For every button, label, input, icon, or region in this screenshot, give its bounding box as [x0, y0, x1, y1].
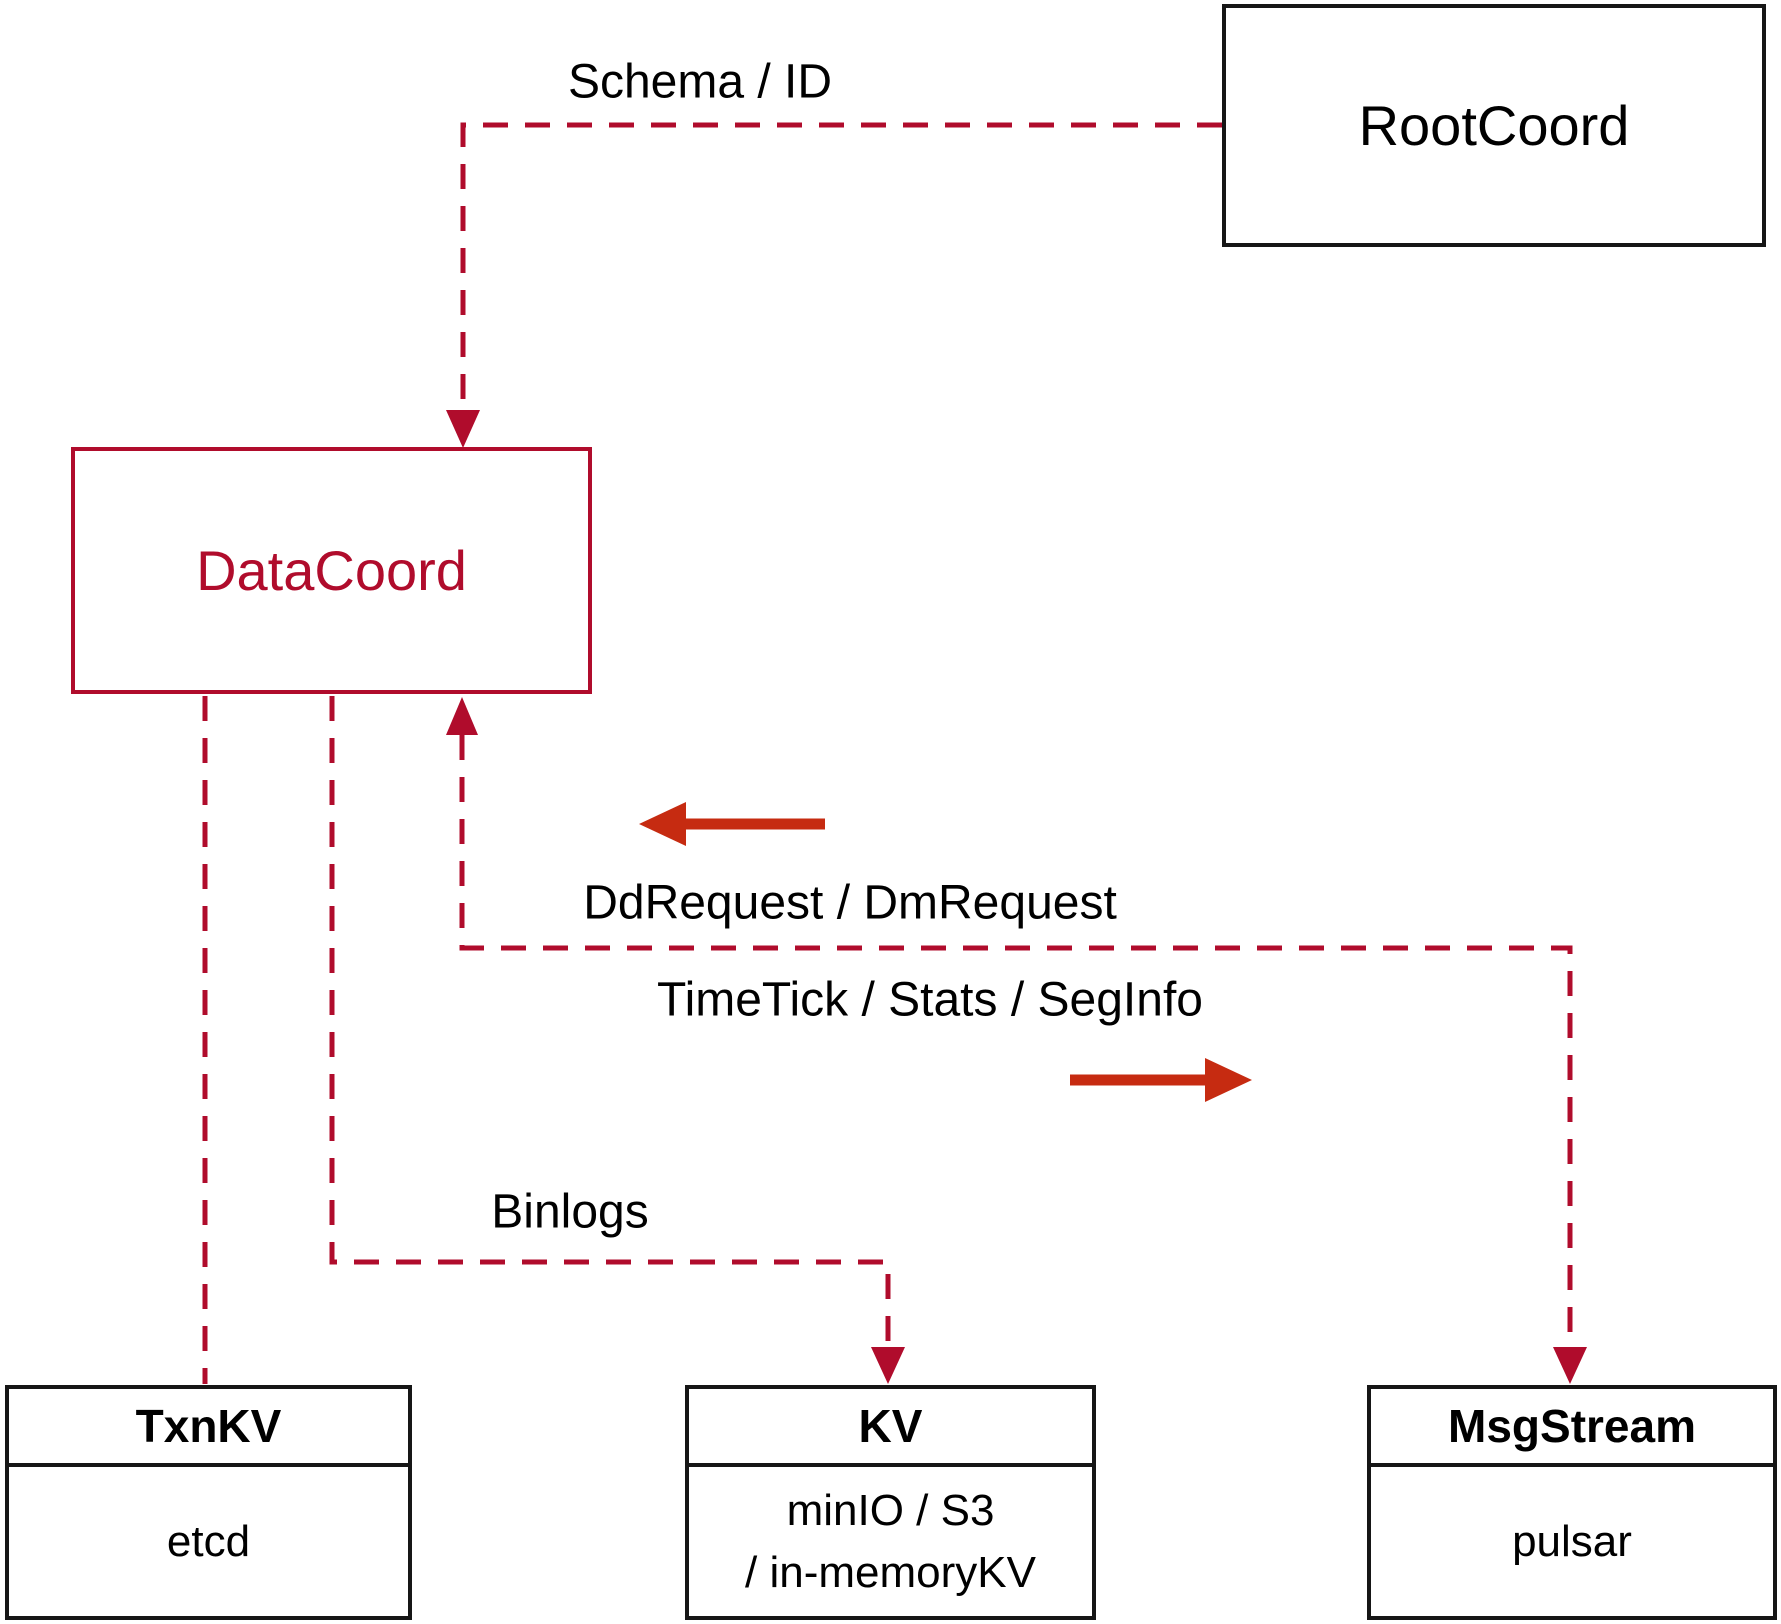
- node-msgstream-title: MsgStream: [1371, 1389, 1773, 1467]
- edge-label-ddrequest-dmrequest: DdRequest / DmRequest: [583, 876, 1117, 930]
- node-msgstream-body: pulsar: [1371, 1467, 1773, 1616]
- node-rootcoord-label: RootCoord: [1358, 94, 1630, 157]
- arrowhead-down-kv-top: [871, 1347, 905, 1384]
- node-txnkv-title: TxnKV: [9, 1389, 408, 1467]
- node-rootcoord: RootCoord: [1222, 4, 1766, 247]
- flow-arrow-left-head: [639, 802, 686, 846]
- node-kv-body-line1: minIO / S3: [786, 1485, 995, 1535]
- node-kv-body-line2: / in-memoryKV: [745, 1547, 1036, 1597]
- flow-arrow-right: [1070, 1058, 1252, 1102]
- arrowhead-down-datacoord-top: [446, 410, 480, 448]
- arrowhead-down-msgstream-top: [1553, 1347, 1587, 1384]
- node-kv-body: minIO / S3 / in-memoryKV: [689, 1467, 1092, 1616]
- edge-label-timetick-stats-seginfo: TimeTick / Stats / SegInfo: [657, 973, 1203, 1027]
- edge-datacoord-to-kv-binlogs: [329, 696, 905, 1384]
- edge-msgstream-datacoord-return: [446, 697, 1587, 1384]
- flow-arrow-left: [639, 802, 825, 846]
- node-kv-title: KV: [689, 1389, 1092, 1467]
- node-txnkv-body: etcd: [9, 1467, 408, 1616]
- node-datacoord-label: DataCoord: [196, 539, 467, 602]
- node-msgstream: MsgStream pulsar: [1367, 1385, 1777, 1620]
- edge-label-schema-id: Schema / ID: [567, 55, 833, 109]
- arrowhead-up-datacoord-bottom: [446, 697, 478, 735]
- edge-label-binlogs: Binlogs: [491, 1185, 649, 1239]
- node-txnkv-body-text: etcd: [166, 1516, 251, 1566]
- edge-rootcoord-to-datacoord: [446, 122, 1222, 448]
- node-datacoord: DataCoord: [71, 447, 592, 694]
- node-txnkv: TxnKV etcd: [5, 1385, 412, 1620]
- node-msgstream-body-text: pulsar: [1512, 1516, 1632, 1566]
- flow-arrow-right-head: [1205, 1058, 1252, 1102]
- node-kv: KV minIO / S3 / in-memoryKV: [685, 1385, 1096, 1620]
